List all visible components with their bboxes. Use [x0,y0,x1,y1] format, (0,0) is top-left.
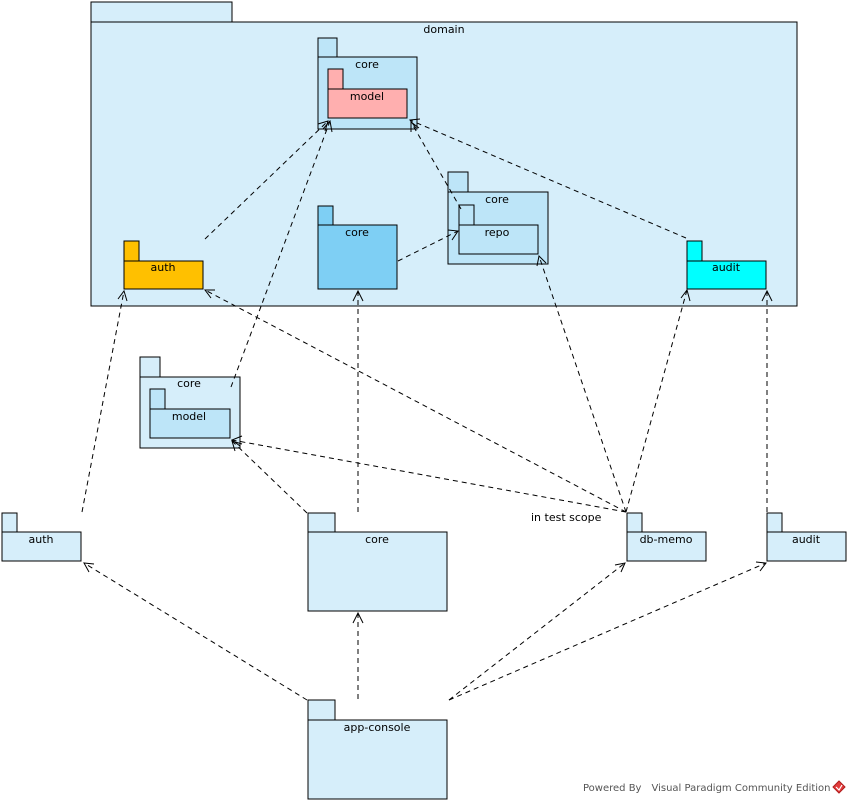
package-domain-audit-label: audit [712,261,741,274]
package-auth-label: auth [29,533,54,546]
package-domain-model-label: model [350,90,384,103]
dep-appconsole-to-audit[interactable] [448,561,767,701]
package-auth[interactable]: auth [1,512,82,562]
package-domain-label: domain [423,23,464,36]
package-db-memo[interactable]: db-memo [626,512,707,562]
package-audit-label: audit [792,533,821,546]
dep-appconsole-to-core[interactable] [352,611,364,699]
package-domain-core3-label: core [485,193,509,206]
dep-appconsole-to-dbmemo[interactable] [448,562,626,701]
package-domain-core-model[interactable]: core model [317,37,418,130]
footer-powered-by: Powered By Visual Paradigm Community Edi… [583,783,831,794]
package-app-console[interactable]: app-console [307,699,448,800]
dep-core-to-domain-core[interactable] [352,289,364,512]
visual-paradigm-logo-icon [832,780,846,794]
package-db-memo-label: db-memo [640,533,693,546]
package-core-label: core [365,533,389,546]
dep-auth-to-domain-auth[interactable] [81,289,128,513]
dep-domain-core-to-repo[interactable] [397,229,459,262]
dep-dbmemo-to-coremodel[interactable] [230,435,627,513]
dep-dbmemo-to-domain-audit[interactable] [625,288,691,513]
dependency-arrows [81,118,773,701]
package-domain-auth[interactable]: auth [123,240,204,290]
package-domain-core2-label: core [345,226,369,239]
package-domain-auth-label: auth [151,261,176,274]
package-domain-repo-label: repo [485,226,510,239]
package-domain-core[interactable]: core [317,205,398,290]
dep-domain-audit-to-model[interactable] [409,118,687,239]
dep-core-to-coremodel[interactable] [231,440,308,514]
package-core[interactable]: core [307,512,448,612]
test-scope-annotation: in test scope [531,511,602,524]
package-app-console-label: app-console [344,721,411,734]
dep-coremodel-to-domain-model[interactable] [230,119,333,388]
package-domain[interactable]: domain [90,1,798,307]
dep-audit-to-domain-audit[interactable] [761,289,773,512]
dep-dbmemo-to-domain-repo[interactable] [536,254,627,513]
dep-domain-auth-to-model[interactable] [204,120,329,240]
dep-dbmemo-to-domain-auth[interactable] [204,289,627,513]
package-core-model-inner-label: model [172,410,206,423]
package-core-model-outer-label: core [177,377,201,390]
package-domain-core-label: core [355,58,379,71]
package-audit[interactable]: audit [766,512,847,562]
package-domain-audit[interactable]: audit [686,240,767,290]
dep-appconsole-to-auth[interactable] [83,562,308,701]
package-core-model[interactable]: core model [139,356,241,449]
package-domain-core-repo[interactable]: core repo [447,171,549,265]
